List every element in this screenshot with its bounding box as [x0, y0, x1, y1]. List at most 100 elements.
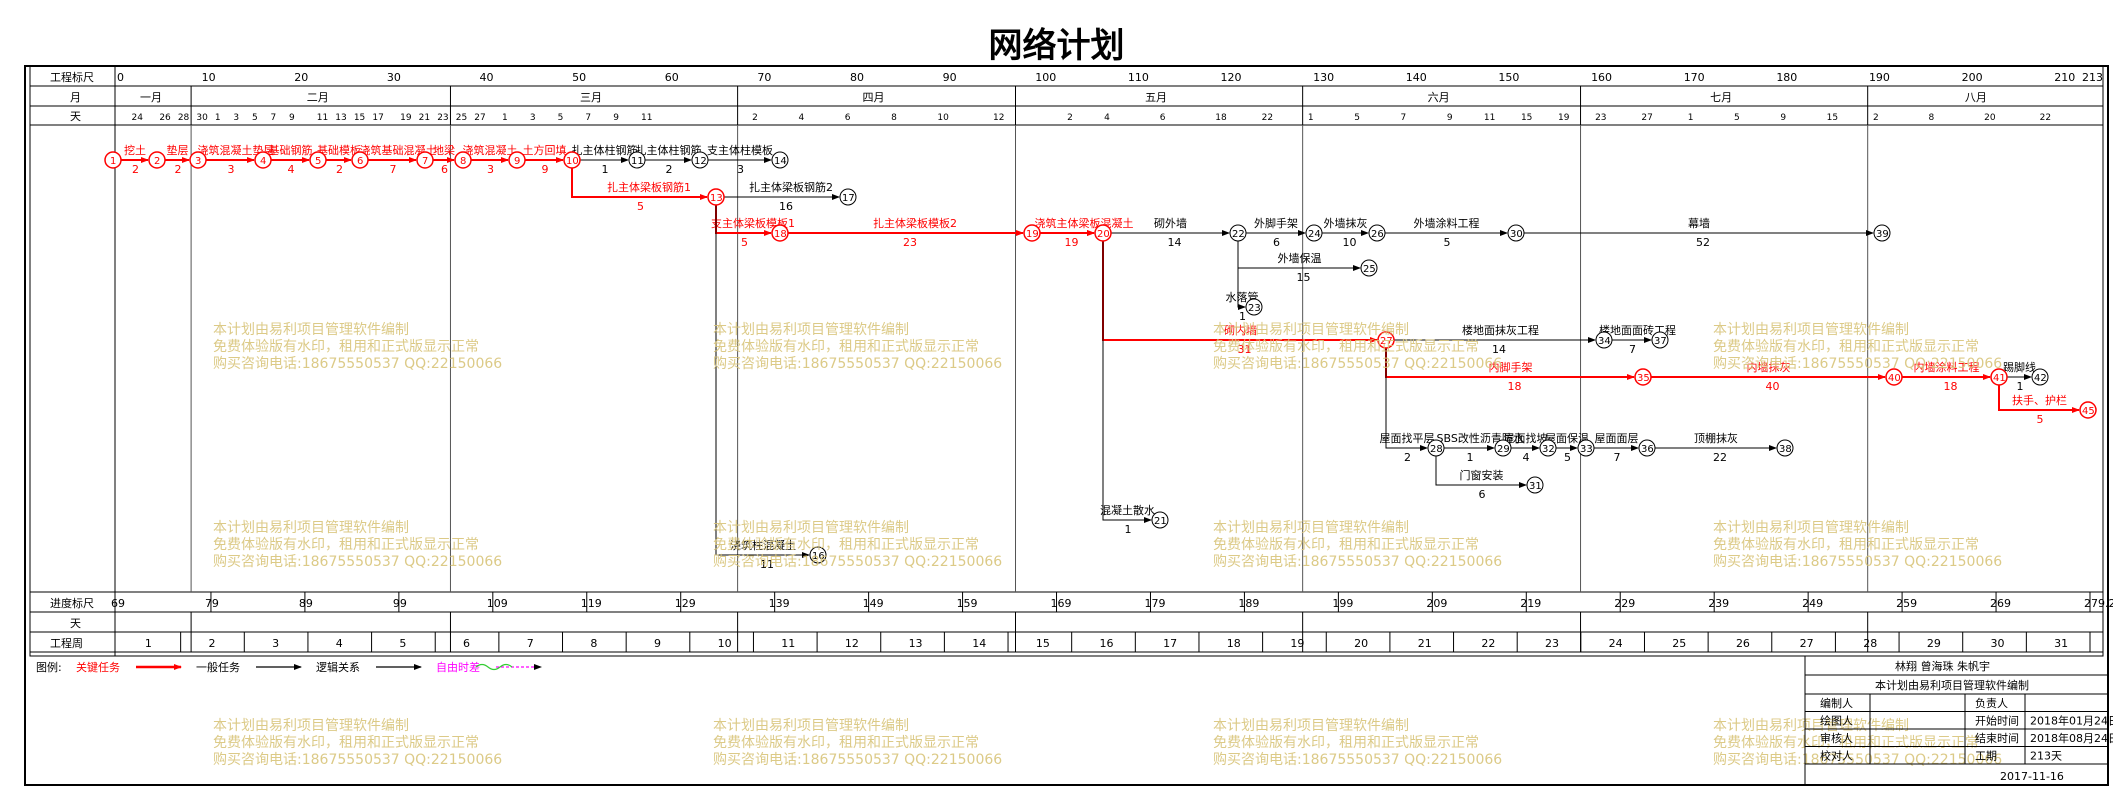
- task-duration: 7: [1614, 451, 1621, 464]
- task-name: 浇筑混凝土垫层: [198, 143, 275, 157]
- day-tick: 21: [419, 113, 430, 123]
- event-node: [839, 188, 857, 206]
- task-arrow: [571, 168, 708, 200]
- task-duration: 23: [903, 236, 917, 249]
- task-name: 屋面保温: [1545, 431, 1589, 445]
- watermark-text: 购买咨询电话:18675550537 QQ:22150066: [713, 752, 1002, 768]
- task-duration: 2: [132, 163, 139, 176]
- month-label: 五月: [1145, 91, 1167, 104]
- event-number: 33: [1580, 444, 1593, 455]
- task-name: 地梁: [433, 143, 455, 157]
- watermark-text: 免费体验版有水印，租用和正式版显示正常: [713, 339, 979, 355]
- info-value: 2018年01月24日: [2030, 714, 2113, 728]
- task-name: 门窗安装: [1460, 468, 1504, 482]
- progress-tick: 219: [1520, 597, 1541, 610]
- watermark-text: 购买咨询电话:18675550537 QQ:22150066: [213, 356, 502, 372]
- watermark-text: 本计划由易利项目管理软件编制: [713, 718, 909, 734]
- week-number: 20: [1354, 637, 1368, 650]
- task-duration: 19: [1065, 236, 1079, 249]
- watermark-text: 本计划由易利项目管理软件编制: [213, 520, 409, 536]
- watermark-text: 本计划由易利项目管理软件编制: [1713, 520, 1909, 536]
- info-key: 工期: [1975, 750, 1997, 763]
- event-number: 41: [1993, 373, 2006, 384]
- task-name: 浇筑主体梁板混凝土: [1035, 216, 1134, 230]
- task-name: 外墙涂料工程: [1414, 216, 1480, 230]
- task-name: 基础模板: [317, 143, 361, 157]
- day-tick: 8: [891, 113, 897, 123]
- watermark-text: 本计划由易利项目管理软件编制: [713, 322, 909, 338]
- progress-tick: 209: [1426, 597, 1447, 610]
- task-name: 幕墙: [1688, 216, 1710, 230]
- progress-tick: 79: [205, 597, 219, 610]
- day-tick: 7: [585, 113, 591, 123]
- task-name: 扎主体柱钢筋: [636, 143, 702, 157]
- event-number: 14: [774, 156, 787, 167]
- event-number: 6: [357, 156, 363, 167]
- task-arrow: [1435, 456, 1527, 488]
- progress-tick: 269: [1990, 597, 2011, 610]
- inner-frame: [29, 65, 2104, 657]
- progress-tick: 249: [1802, 597, 1823, 610]
- day-tick: 25: [456, 113, 467, 123]
- scale-tick: 90: [943, 71, 957, 84]
- watermark-text: 购买咨询电话:18675550537 QQ:22150066: [213, 752, 502, 768]
- event-node: [1577, 439, 1595, 457]
- event-node: [1360, 259, 1378, 277]
- day-tick: 3: [530, 113, 536, 123]
- event-node: [1885, 368, 1903, 386]
- week-number: 25: [1672, 637, 1686, 650]
- event-node: [1427, 439, 1445, 457]
- event-number: 45: [2082, 406, 2095, 417]
- task-duration: 4: [1523, 451, 1530, 464]
- progress-tick: 179: [1144, 597, 1165, 610]
- task-name: 扎主体梁板钢筋2: [749, 180, 833, 194]
- watermark-text: 免费体验版有水印，租用和正式版显示正常: [1213, 735, 1479, 751]
- week-number: 21: [1418, 637, 1432, 650]
- scale-tick: 100: [1035, 71, 1056, 84]
- event-number: 18: [774, 229, 787, 240]
- task-duration: 5: [1564, 451, 1571, 464]
- day-tick: 1: [1688, 113, 1694, 123]
- event-node: [691, 151, 709, 169]
- task-name: 浇筑混凝土: [463, 143, 518, 157]
- event-node: [1539, 439, 1557, 457]
- watermark-text: 购买咨询电话:18675550537 QQ:22150066: [1713, 554, 2002, 570]
- day-tick: 30: [196, 113, 208, 123]
- day-tick: 5: [252, 113, 258, 123]
- watermark-text: 免费体验版有水印，租用和正式版显示正常: [213, 735, 479, 751]
- day-tick: 19: [1558, 113, 1570, 123]
- event-number: 24: [1308, 229, 1321, 240]
- task-name: 外墙保温: [1278, 251, 1322, 265]
- progress-tick: 69: [111, 597, 125, 610]
- task-name: 扎主体梁板模板2: [873, 216, 957, 230]
- row-label-day: 天: [70, 110, 81, 123]
- progress-tick: 139: [769, 597, 790, 610]
- day-tick: 2: [1873, 113, 1879, 123]
- event-number: 23: [1248, 303, 1261, 314]
- day-tick: 1: [502, 113, 508, 123]
- day-tick: 12: [993, 113, 1004, 123]
- row-label-month: 月: [70, 91, 81, 104]
- watermark-text: 购买咨询电话:18675550537 QQ:22150066: [1213, 752, 1502, 768]
- task-duration: 18: [1508, 380, 1522, 393]
- task-name: 踢脚线: [2003, 360, 2036, 374]
- day-tick: 8: [1929, 113, 1935, 123]
- task-name: 楼地面抹灰工程: [1462, 323, 1539, 337]
- week-number: 6: [463, 637, 470, 650]
- event-number: 8: [460, 156, 466, 167]
- task-duration: 16: [779, 200, 793, 213]
- task-name: 内脚手架: [1489, 360, 1533, 374]
- day-tick: 5: [1354, 113, 1360, 123]
- task-name: 支主体梁板模板1: [711, 216, 795, 230]
- legend-label: 图例:: [36, 660, 62, 674]
- task-arrow: [1102, 241, 1152, 523]
- month-label: 六月: [1428, 91, 1450, 104]
- watermark-text: 购买咨询电话:18675550537 QQ:22150066: [713, 356, 1002, 372]
- event-number: 4: [260, 156, 266, 167]
- scale-tick: 70: [757, 71, 771, 84]
- day-tick: 27: [1641, 113, 1652, 123]
- event-node: [707, 188, 725, 206]
- day-tick: 11: [641, 113, 652, 123]
- event-node: [1507, 224, 1525, 242]
- event-number: 2: [154, 156, 160, 167]
